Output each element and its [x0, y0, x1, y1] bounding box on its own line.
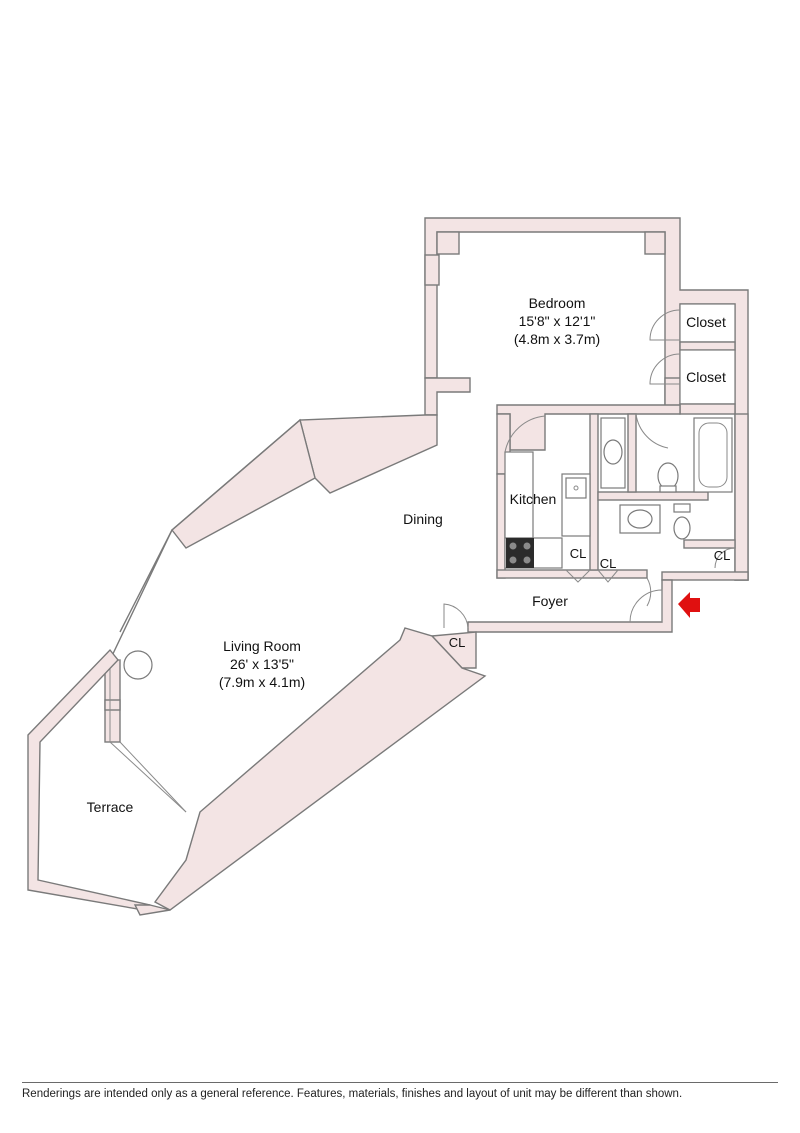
cl-label-3: CL	[714, 548, 731, 563]
closet-label-1: Closet	[686, 314, 726, 330]
living-room-dims-imperial: 26' x 13'5"	[230, 656, 294, 672]
footer-rule	[22, 1082, 778, 1083]
powder-sink-icon	[627, 509, 653, 529]
bedroom-dims-metric: (4.8m x 3.7m)	[514, 331, 600, 347]
cl-label-1: CL	[570, 546, 587, 561]
terrace-walls	[27, 648, 187, 916]
cl-label-2: CL	[600, 556, 617, 571]
terrace-label: Terrace	[87, 799, 134, 815]
kitchen-label: Kitchen	[510, 491, 557, 507]
entry-arrow-icon	[678, 592, 700, 618]
foyer-label: Foyer	[532, 593, 568, 609]
toilet-icon	[657, 462, 679, 490]
living-room-label: Living Room	[223, 638, 301, 654]
bath-fixtures	[600, 413, 733, 540]
living-room-dims-metric: (7.9m x 4.1m)	[219, 674, 305, 690]
bedroom-walls	[424, 217, 749, 581]
kitchen-fixtures	[504, 415, 591, 569]
living-walls	[104, 414, 487, 911]
bath-sink-icon	[603, 439, 623, 465]
bathtub-icon	[693, 417, 733, 493]
disclaimer-text: Renderings are intended only as a genera…	[22, 1088, 683, 1100]
stove-icon	[506, 538, 534, 568]
cl-label-4: CL	[449, 635, 466, 650]
foyer-walls	[467, 577, 673, 633]
kitchen-sink-icon	[565, 477, 587, 499]
bedroom-dims-imperial: 15'8" x 12'1"	[519, 313, 596, 329]
dining-label: Dining	[403, 511, 443, 527]
closets	[649, 303, 736, 415]
closet-label-2: Closet	[686, 369, 726, 385]
bedroom-label: Bedroom	[529, 295, 586, 311]
